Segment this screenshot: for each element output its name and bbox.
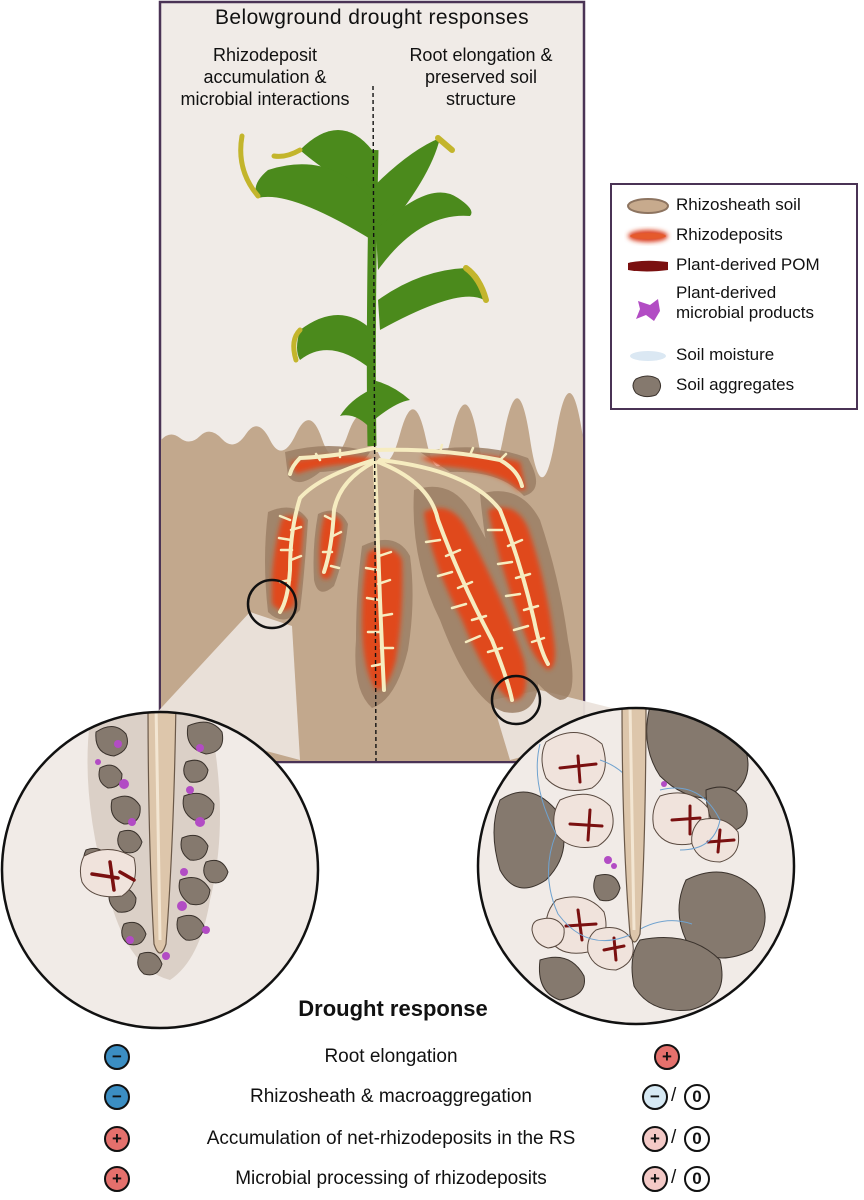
rhizosheath-soil-icon (627, 198, 669, 214)
plus-light-badge: + (642, 1126, 668, 1152)
separator: / (671, 1167, 677, 1188)
plant-derived-pom-icon (628, 260, 668, 272)
legend: Rhizosheath soil Rhizodeposits Plant-der… (610, 183, 858, 410)
legend-item-soil-moisture: Soil moisture (612, 341, 858, 371)
right-zoom-marker (490, 674, 542, 726)
plus-badge: + (104, 1166, 130, 1192)
legend-label: Soil moisture (676, 345, 775, 364)
response-row-rhizosheath: − Rhizosheath & macroaggregation − / 0 (0, 1082, 864, 1116)
left-pom-fragments (90, 860, 136, 892)
row-label: Accumulation of net-rhizodeposits in the… (206, 1128, 576, 1149)
legend-label: Soil aggregates (676, 375, 795, 394)
response-row-rhizodeposit-accumulation: + Accumulation of net-rhizodeposits in t… (0, 1124, 864, 1158)
soil-aggregates-icon (632, 375, 662, 398)
separator: / (671, 1085, 677, 1106)
legend-item-soil-aggregates: Soil aggregates (612, 371, 858, 401)
legend-item-pom: Plant-derived POM (612, 251, 858, 281)
legend-item-rhizosheath: Rhizosheath soil (612, 191, 858, 221)
maize-plant (238, 130, 489, 447)
plus-light-badge: + (642, 1166, 668, 1192)
legend-item-microbial-products: Plant-derived microbial products (612, 283, 858, 335)
minus-badge: − (104, 1044, 130, 1070)
response-row-microbial-processing: + Microbial processing of rhizodeposits … (0, 1164, 864, 1198)
divider-line (372, 85, 377, 762)
right-pom-fragments (558, 754, 736, 962)
legend-label: Plant-derived POM (676, 255, 820, 274)
soil-moisture-icon (630, 351, 666, 361)
legend-label: Rhizodeposits (676, 225, 783, 244)
left-magnified-view (0, 710, 320, 1030)
lateral-roots (277, 443, 546, 668)
left-microbial-products (95, 740, 210, 960)
left-zoom-marker (246, 578, 298, 630)
legend-label: Plant-derived microbial products (676, 283, 814, 323)
legend-label: Rhizosheath soil (676, 195, 801, 214)
row-label: Rhizosheath & macroaggregation (249, 1086, 532, 1107)
rhizodeposits-icon (628, 230, 668, 242)
plus-badge: + (104, 1126, 130, 1152)
plus-badge: + (654, 1044, 680, 1070)
row-label: Root elongation (324, 1046, 458, 1067)
right-microbial-products (604, 781, 667, 869)
legend-item-rhizodeposits: Rhizodeposits (612, 221, 858, 251)
right-root-tip (621, 708, 647, 943)
right-column-heading: Root elongation & preserved soil structu… (409, 45, 553, 110)
left-column-heading: Rhizodeposit accumulation & microbial in… (180, 45, 350, 110)
left-root-tip (147, 712, 177, 954)
zero-badge: 0 (684, 1126, 710, 1152)
zero-badge: 0 (684, 1084, 710, 1110)
figure-title: Belowground drought responses (215, 6, 529, 29)
row-label: Microbial processing of rhizodeposits (235, 1168, 547, 1189)
drought-response-title: Drought response (298, 996, 488, 1021)
separator: / (671, 1127, 677, 1148)
minus-light-badge: − (642, 1084, 668, 1110)
minus-badge: − (104, 1084, 130, 1110)
zero-badge: 0 (684, 1166, 710, 1192)
response-row-root-elongation: − Root elongation + (0, 1042, 864, 1076)
microbial-products-icon (636, 299, 660, 321)
